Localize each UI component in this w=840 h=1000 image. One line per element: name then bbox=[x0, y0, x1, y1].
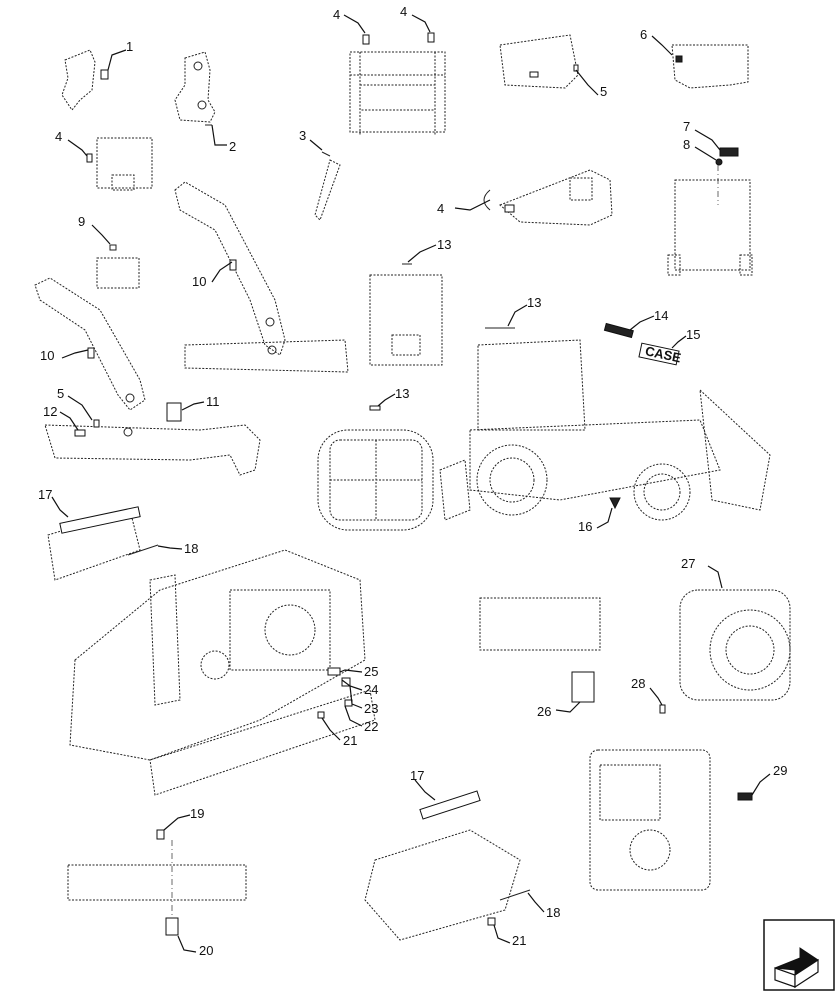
callout-26: 26 bbox=[537, 704, 551, 719]
callout-22: 22 bbox=[364, 719, 378, 734]
callout-25: 25 bbox=[364, 664, 378, 679]
callout-3: 3 bbox=[299, 128, 306, 143]
tool-box-left bbox=[47, 506, 159, 581]
case-logo-text: CASE bbox=[644, 343, 683, 365]
callout-1: 1 bbox=[126, 39, 133, 54]
callout-4-a: 4 bbox=[333, 7, 340, 22]
backhoe-boom-lower bbox=[34, 277, 261, 476]
callout-2: 2 bbox=[229, 139, 236, 154]
callout-5-a: 5 bbox=[600, 84, 607, 99]
callout-28: 28 bbox=[631, 676, 645, 691]
bracket-part-1 bbox=[61, 49, 109, 111]
callout-13-b: 13 bbox=[527, 295, 541, 310]
callout-11: 11 bbox=[206, 394, 220, 409]
callout-4-b: 4 bbox=[400, 4, 407, 19]
loader-frame-top bbox=[349, 32, 446, 135]
plate-part-2 bbox=[174, 51, 216, 126]
panel-part-5-top bbox=[499, 34, 579, 89]
panel-part-13 bbox=[369, 263, 443, 366]
part-9-block bbox=[96, 244, 140, 289]
callout-27: 27 bbox=[681, 556, 695, 571]
callout-20: 20 bbox=[199, 943, 213, 958]
next-page-button[interactable] bbox=[763, 919, 835, 991]
callout-18-a: 18 bbox=[184, 541, 198, 556]
callout-4-c: 4 bbox=[55, 129, 62, 144]
backhoe-loader-machine: CASE bbox=[439, 322, 771, 521]
panel-part-19-20 bbox=[67, 829, 247, 936]
callout-6: 6 bbox=[640, 27, 647, 42]
console-box-part bbox=[86, 137, 153, 191]
callout-19: 19 bbox=[190, 806, 204, 821]
callout-15: 15 bbox=[686, 327, 700, 342]
callout-labels: 1 2 3 4 4 4 4 5 5 6 7 8 9 10 10 11 12 13… bbox=[38, 4, 787, 958]
cover-part-6 bbox=[671, 44, 749, 89]
rod-part-3 bbox=[314, 151, 341, 221]
panel-part-26 bbox=[479, 597, 601, 703]
engine-assembly bbox=[589, 749, 753, 891]
callout-17-a: 17 bbox=[38, 487, 52, 502]
callout-16: 16 bbox=[578, 519, 592, 534]
engine-frame-center bbox=[69, 549, 376, 796]
backhoe-boom-upper bbox=[174, 181, 349, 373]
callout-10-b: 10 bbox=[40, 348, 54, 363]
lever-arm-part-4 bbox=[483, 169, 613, 226]
case-logo-decal: CASE bbox=[638, 342, 683, 366]
callout-9: 9 bbox=[78, 214, 85, 229]
callout-4-d: 4 bbox=[437, 201, 444, 216]
callout-21-a: 21 bbox=[343, 733, 357, 748]
callout-10-a: 10 bbox=[192, 274, 206, 289]
callout-14: 14 bbox=[654, 308, 668, 323]
grille-part-13 bbox=[317, 405, 434, 531]
callout-21-b: 21 bbox=[512, 933, 526, 948]
cab-rear-frame bbox=[667, 147, 753, 276]
radiator-assembly bbox=[659, 589, 791, 714]
callout-29: 29 bbox=[773, 763, 787, 778]
callout-23: 23 bbox=[364, 701, 378, 716]
tool-box-bottom bbox=[364, 790, 531, 941]
callout-12: 12 bbox=[43, 404, 57, 419]
callout-5-b: 5 bbox=[57, 386, 64, 401]
callout-13-a: 13 bbox=[437, 237, 451, 252]
callout-8: 8 bbox=[683, 137, 690, 152]
callout-24: 24 bbox=[364, 682, 378, 697]
callout-13-c: 13 bbox=[395, 386, 409, 401]
next-page-arrow-icon bbox=[774, 947, 819, 989]
callout-17-b: 17 bbox=[410, 768, 424, 783]
callout-7: 7 bbox=[683, 119, 690, 134]
callout-18-b: 18 bbox=[546, 905, 560, 920]
